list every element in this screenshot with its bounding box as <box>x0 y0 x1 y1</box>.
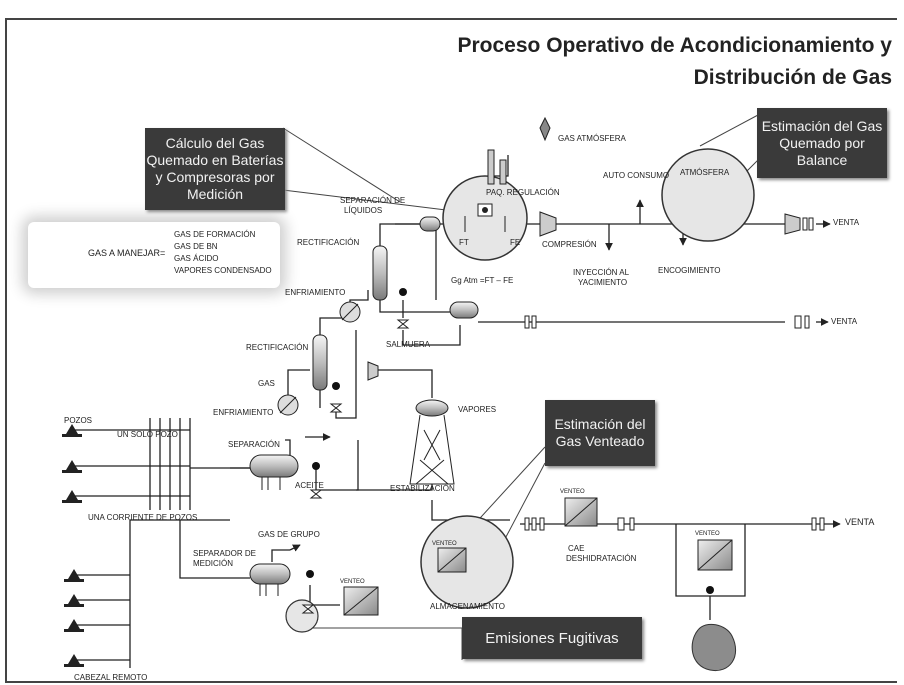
label-encogimiento: ENCOGIMIENTO <box>658 266 721 275</box>
label-rectificacion: RECTIFICACIÓN <box>297 238 360 247</box>
flare-stack <box>487 149 495 185</box>
diagram-frame <box>5 18 897 683</box>
callout-item: GAS ÁCIDO <box>174 254 219 263</box>
label-separacion: SEPARACIÓN <box>228 440 280 449</box>
label-venteo-3: VENTEO <box>695 531 720 537</box>
title-line-2: Distribución de Gas <box>693 66 892 89</box>
label-gas-de-grupo: GAS DE GRUPO <box>258 530 320 539</box>
label-enfriamiento: ENFRIAMIENTO <box>285 288 346 297</box>
label-rectificacion-2: RECTIFICACIÓN <box>246 343 309 352</box>
label-venteo-2: VENTEO <box>560 489 585 495</box>
sale-valves <box>524 217 825 531</box>
storage-circle <box>420 515 514 609</box>
control-valves <box>301 319 410 614</box>
label-inyeccion-1: INYECCIÓN AL <box>573 268 630 277</box>
box-emisiones-fugitivas: Emisiones Fugitivas <box>462 617 642 659</box>
stabilizer-tower <box>409 414 455 485</box>
salmuera-separator <box>449 301 479 319</box>
compressor-icon <box>539 211 557 237</box>
box-calculo-gas-quemado: Cálculo del Gas Quemado en Baterías y Co… <box>145 128 285 210</box>
callout-item: GAS DE BN <box>174 242 218 251</box>
compressor-icon-2 <box>784 213 801 235</box>
rectifier-2 <box>312 334 328 391</box>
well-heads <box>62 252 84 667</box>
storage-tanks <box>343 497 733 616</box>
label-fe: FE <box>510 238 521 247</box>
label-gg-formula: Gg Atm =FT – FE <box>451 276 514 285</box>
label-separacion-liquidos-1: SEPARACIÓN DE <box>340 196 406 205</box>
label-venteo-1: VENTEO <box>340 579 365 585</box>
callout-item: VAPORES CONDENSADO <box>174 266 272 275</box>
label-vapores: VAPORES <box>458 405 497 414</box>
fosa-pit <box>691 623 737 672</box>
separation-vessel <box>249 454 299 478</box>
label-venta-1: VENTA <box>833 218 860 227</box>
label-separador-medicion-2: MEDICIÓN <box>193 559 233 568</box>
label-venta-2: VENTA <box>831 317 858 326</box>
rectifier-1 <box>372 245 388 301</box>
label-paq-regulacion: PAQ. REGULACIÓN <box>486 188 560 197</box>
label-cae-2: DESHIDRATACIÓN <box>566 554 637 563</box>
callout-item: GAS DE FORMACIÓN <box>174 230 256 239</box>
label-cabezal-remoto: CABEZAL REMOTO <box>74 673 148 682</box>
box-estimacion-balance: Estimación del Gas Quemado por Balance <box>757 108 887 178</box>
title-line-1: Proceso Operativo de Acondicionamiento y <box>457 34 893 57</box>
liquid-separator <box>419 216 441 232</box>
label-venteo-4: VENTEO <box>432 541 457 547</box>
label-cae-1: CAE <box>568 544 585 553</box>
label-separador-medicion-1: SEPARADOR DE <box>193 549 256 558</box>
label-venta-3: VENTA <box>845 517 875 527</box>
stabilizer-top <box>415 399 449 417</box>
process-lines <box>70 155 841 668</box>
label-enfriamiento-2: ENFRIAMIENTO <box>213 408 274 417</box>
flare-flame-icon <box>539 116 551 142</box>
box-estimacion-venteado: Estimación del Gas Venteado <box>545 400 655 466</box>
label-pozos: POZOS <box>64 416 93 425</box>
label-auto-consumo: AUTO CONSUMO <box>603 171 670 180</box>
label-compresion: COMPRESIÓN <box>542 240 597 249</box>
label-almacenamiento: ALMACENAMIENTO <box>430 602 505 611</box>
regulation-circle <box>442 175 528 261</box>
measurement-separator <box>249 563 291 585</box>
gas-manage-callout <box>28 222 280 288</box>
label-aceite: ACEITE <box>295 481 324 490</box>
label-salmuera: SALMUERA <box>386 340 431 349</box>
atmosphere-circle <box>661 148 755 242</box>
compressor-icon-3 <box>367 361 379 381</box>
label-estabilizacion: ESTABILIZACIÓN <box>390 484 455 493</box>
label-gas-a-manejar: GAS A MANEJAR= <box>88 248 166 258</box>
label-ft: FT <box>459 238 469 247</box>
pump-dots <box>306 288 714 594</box>
label-una-corriente: UNA CORRIENTE DE POZOS <box>88 513 198 522</box>
label-inyeccion-2: YACIMIENTO <box>578 278 628 287</box>
label-atmosfera: ATMÓSFERA <box>680 168 730 177</box>
label-un-solo-pozo: UN SOLO POZO <box>117 430 178 439</box>
label-separacion-liquidos-2: LÍQUIDOS <box>344 206 383 215</box>
label-gas-atmosfera: GAS ATMÓSFERA <box>558 134 626 143</box>
label-gas: GAS <box>258 379 275 388</box>
